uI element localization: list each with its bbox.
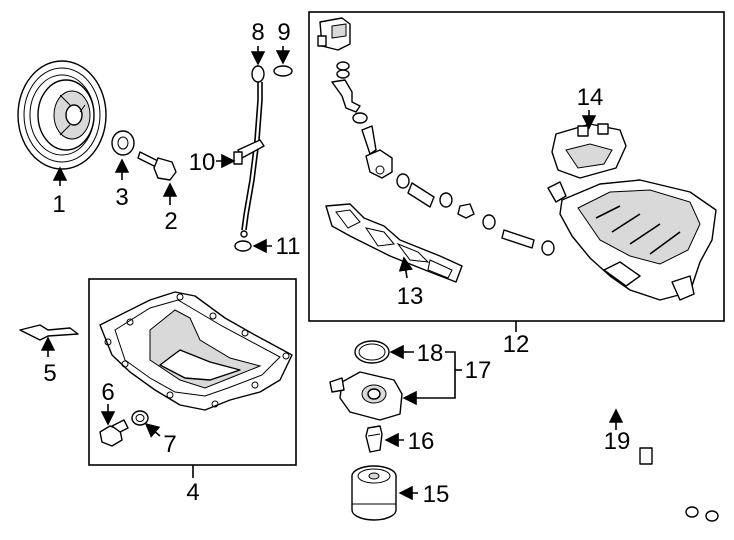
callout-11: 11 bbox=[276, 233, 301, 260]
callout-7-arrow bbox=[144, 422, 161, 438]
throttle-body-part bbox=[551, 123, 627, 179]
coolant-tube-part bbox=[555, 368, 719, 522]
callout-19: 19 bbox=[604, 428, 631, 455]
valve-part bbox=[317, 17, 351, 51]
callout-7: 7 bbox=[163, 431, 176, 458]
callout-6: 6 bbox=[101, 379, 114, 406]
callout-10: 10 bbox=[189, 149, 216, 176]
callout-17: 17 bbox=[465, 357, 492, 384]
crankshaft-pulley-part bbox=[17, 60, 107, 170]
callout-1: 1 bbox=[52, 191, 65, 218]
callout-4: 4 bbox=[186, 479, 199, 506]
callout-9: 9 bbox=[277, 19, 290, 46]
dipstick-part bbox=[233, 65, 265, 238]
callout-13-arrow bbox=[398, 256, 414, 279]
intake-gasket-part bbox=[325, 203, 463, 283]
intake-manifold-part bbox=[547, 179, 717, 301]
oil-cooler-o-ring-part bbox=[354, 340, 390, 364]
bolt-part bbox=[137, 151, 177, 181]
callout-2: 2 bbox=[164, 208, 177, 235]
hose-connectors-part bbox=[331, 61, 555, 256]
washer-part bbox=[111, 130, 135, 156]
oil-filter-part bbox=[351, 465, 397, 521]
oil-cooler-connector-part bbox=[365, 425, 383, 453]
o-ring-9-part bbox=[273, 65, 293, 77]
callout-13: 13 bbox=[397, 283, 424, 310]
callout-14: 14 bbox=[577, 84, 604, 111]
oil-cooler-part bbox=[329, 371, 403, 421]
callout-5: 5 bbox=[43, 360, 56, 387]
callout-8: 8 bbox=[251, 19, 264, 46]
callout-15: 15 bbox=[423, 481, 450, 508]
oil-pan-part bbox=[99, 291, 293, 411]
drain-gasket-part bbox=[131, 410, 149, 426]
callout-17-bracket bbox=[402, 351, 456, 406]
callout-16: 16 bbox=[408, 428, 435, 455]
o-ring-11-part bbox=[234, 240, 252, 252]
drain-plug-part bbox=[99, 419, 129, 447]
callout-12: 12 bbox=[503, 331, 530, 358]
callout-18: 18 bbox=[417, 340, 444, 367]
callout-3: 3 bbox=[115, 184, 128, 211]
clip-part bbox=[19, 324, 79, 341]
